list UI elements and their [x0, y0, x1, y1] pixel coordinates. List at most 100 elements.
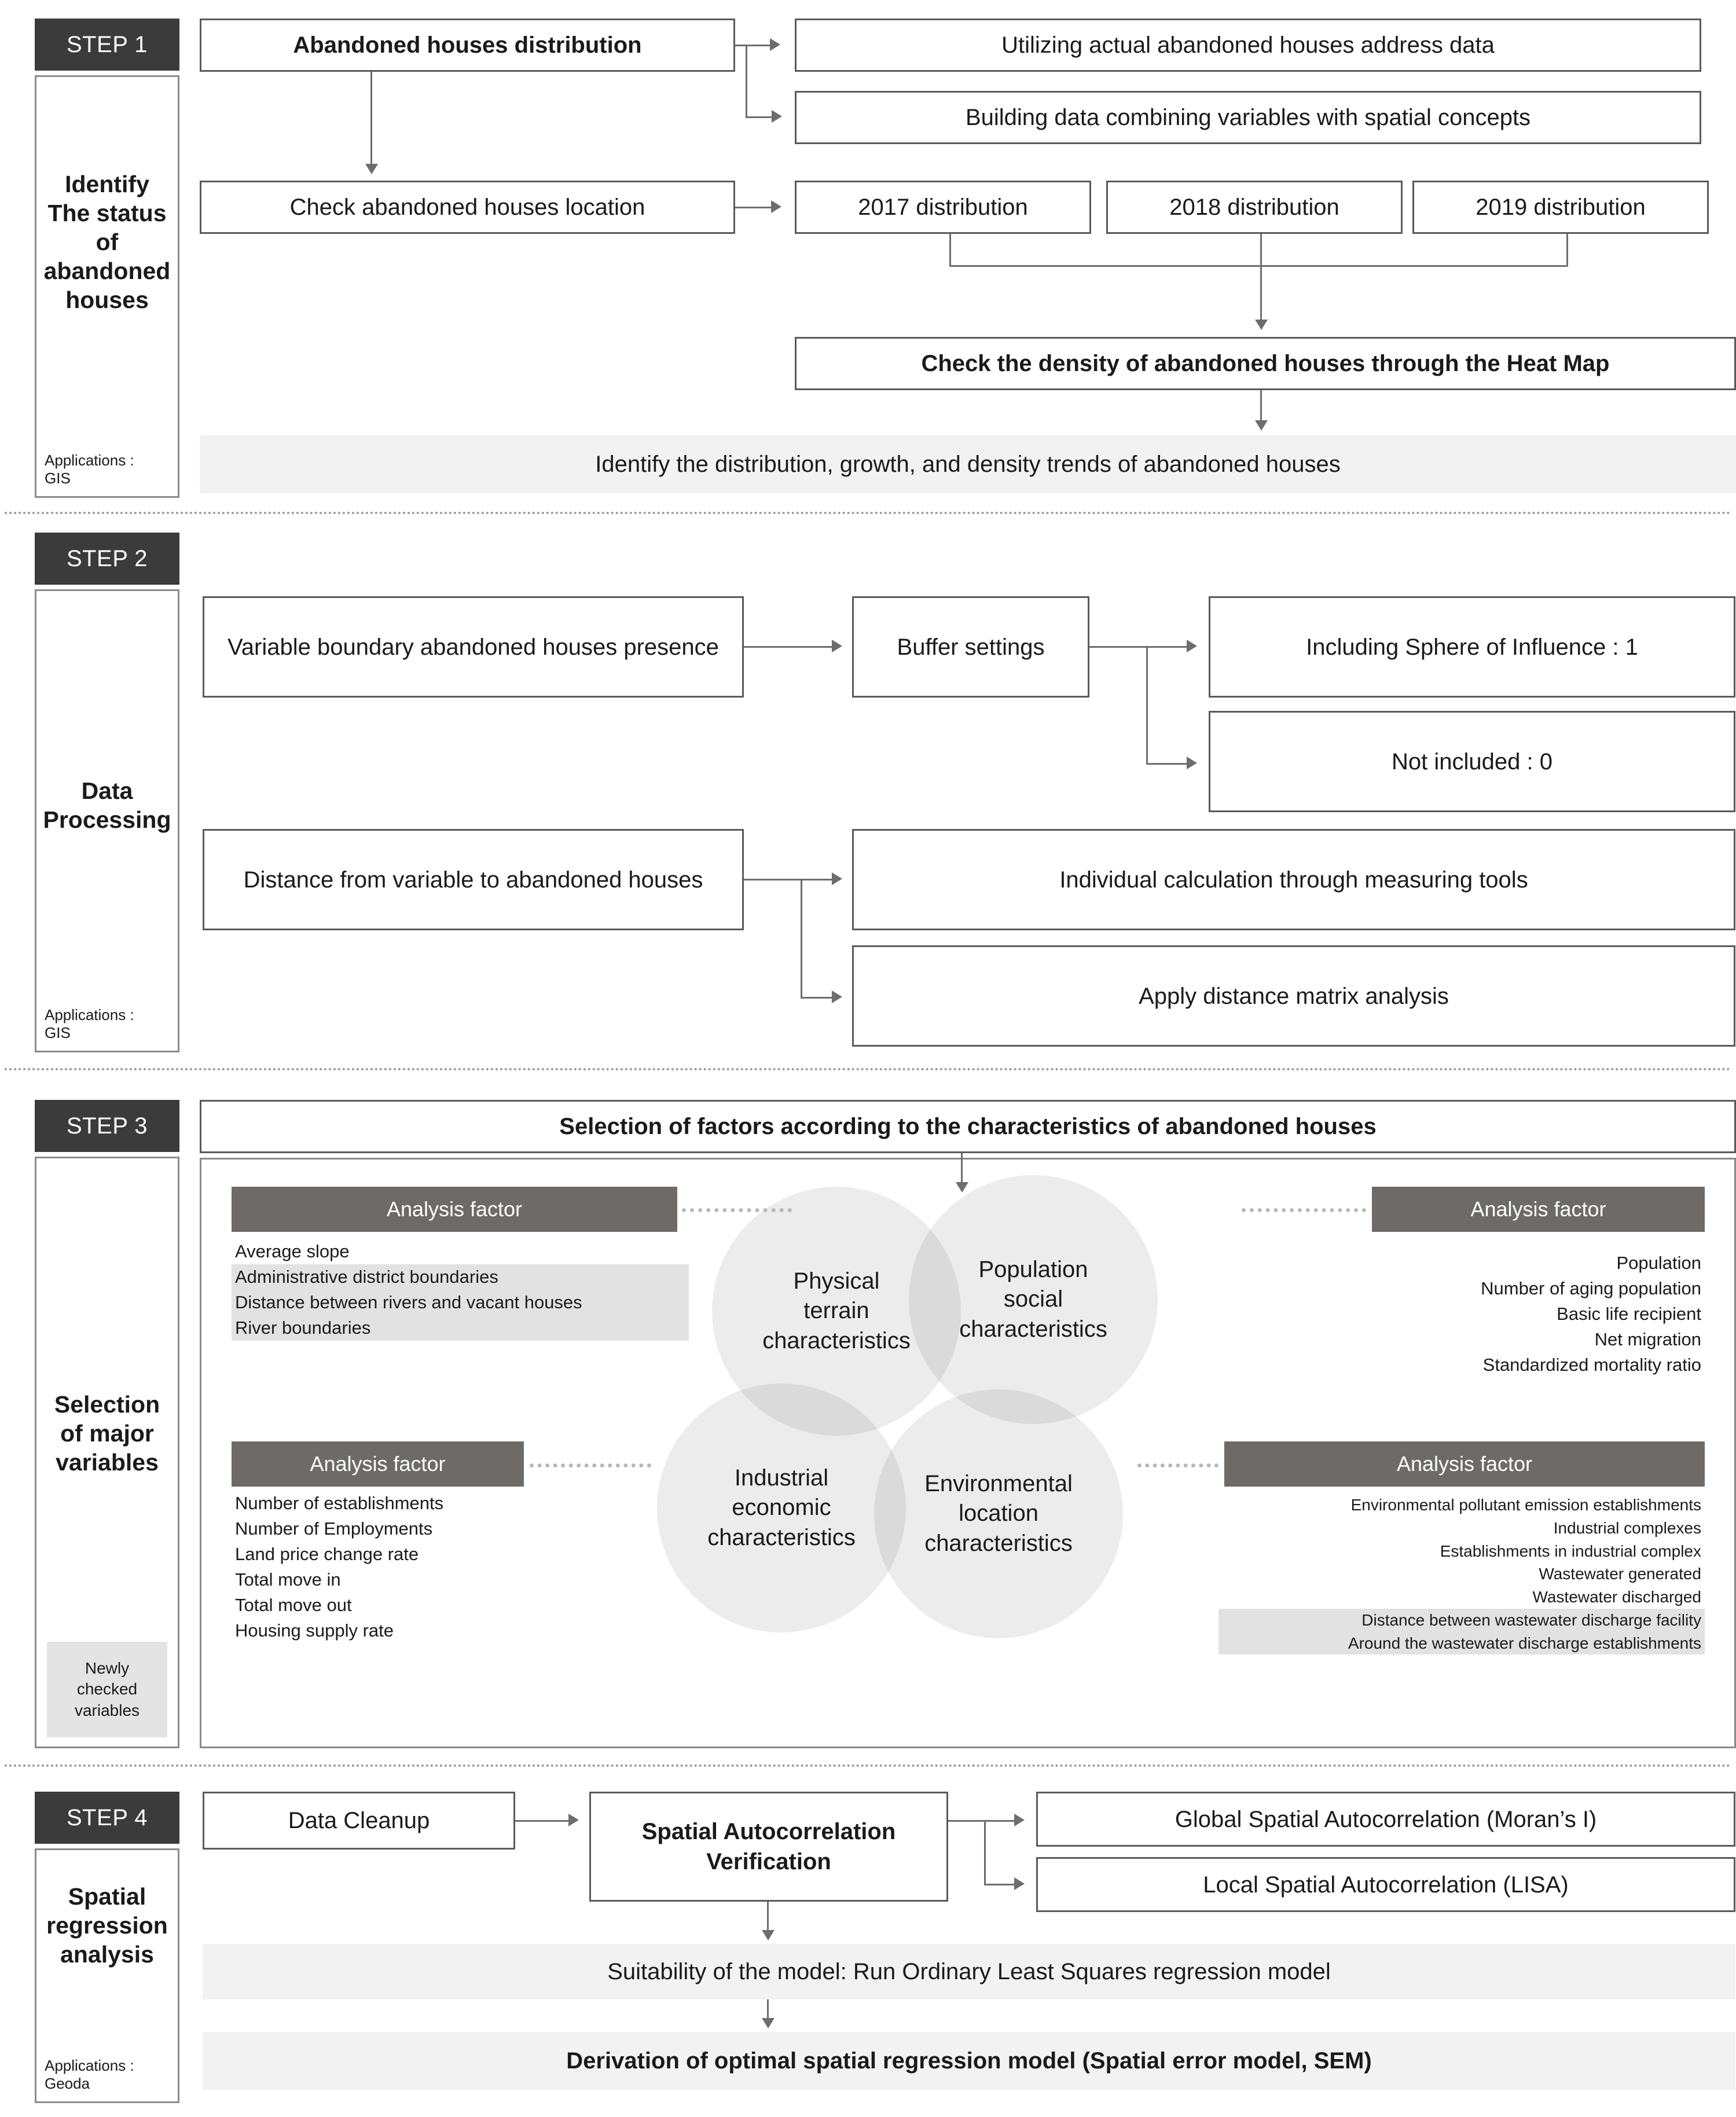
step2-box-5-label: Distance from variable to abandoned hous… [243, 867, 703, 893]
step1-box-5-label: 2017 distribution [858, 195, 1028, 220]
step4-bar-derivation: Derivation of optimal spatial regression… [203, 2032, 1735, 2090]
step2-box-buffer-settings: Buffer settings [852, 596, 1089, 698]
arrow-s4-b [1014, 1814, 1025, 1826]
arrow-s1-a [770, 38, 780, 51]
connector-s1-f [949, 234, 951, 266]
arrow-s1-e [1255, 320, 1268, 330]
connector-s4-c [984, 1820, 986, 1885]
step1-result-label: Identify the distribution, growth, and d… [595, 452, 1341, 477]
step1-box-2019-distribution: 2019 distribution [1412, 181, 1709, 234]
step-1-chip: STEP 1 [35, 19, 179, 71]
factor-row: Distance between rivers and vacant house… [232, 1290, 689, 1316]
arrow-s1-c [365, 164, 378, 174]
separator-step-1-2 [5, 512, 1731, 514]
analysis-factor-head-tr-label: Analysis factor [1470, 1197, 1606, 1221]
step2-box-7-label: Apply distance matrix analysis [1139, 983, 1449, 1009]
step1-box-2017-distribution: 2017 distribution [795, 181, 1091, 234]
analysis-factor-head-bl-label: Analysis factor [310, 1452, 446, 1476]
arrow-s4-d [762, 1930, 775, 1940]
step2-box-distance-matrix: Apply distance matrix analysis [852, 945, 1735, 1047]
connector-s1-i [949, 265, 1568, 267]
step2-box-not-included: Not included : 0 [1209, 711, 1735, 812]
step4-box-4-label: Local Spatial Autocorrelation (LISA) [1203, 1872, 1569, 1898]
step2-box-variable-boundary: Variable boundary abandoned houses prese… [203, 596, 744, 698]
connector-s4-e [767, 1902, 769, 1932]
factor-row: Wastewater generated [1539, 1565, 1701, 1583]
step4-box-spatial-autocorrelation-verification: Spatial Autocorrelation Verification [589, 1792, 948, 1902]
factor-row: Wastewater discharged [1532, 1588, 1701, 1606]
arrow-s2-a [832, 640, 842, 652]
connector-s2-c [1146, 646, 1148, 764]
connector-s2-b [1089, 646, 1187, 648]
step2-box-2-label: Buffer settings [897, 634, 1045, 660]
analysis-factor-head-top-left: Analysis factor [232, 1187, 677, 1232]
arrow-s2-e [832, 990, 842, 1003]
dotted-connector-bottom-left [530, 1463, 651, 1467]
connector-s4-b [948, 1820, 1014, 1822]
step1-box-4-label: Check abandoned houses location [289, 195, 645, 220]
arrow-s2-d [832, 872, 842, 885]
arrow-s2-c [1187, 757, 1197, 769]
connector-s1-g [1260, 234, 1262, 266]
step2-box-including-sphere: Including Sphere of Influence : 1 [1209, 596, 1735, 698]
arrow-s1-f [1255, 420, 1268, 431]
connector-s1-c [746, 116, 772, 118]
step4-box-global-moran: Global Spatial Autocorrelation (Moran’s … [1036, 1792, 1735, 1847]
factor-row: Environmental pollutant emission establi… [1350, 1496, 1701, 1514]
factor-row: Land price change rate [235, 1544, 419, 1565]
connector-s3-a [961, 1153, 963, 1183]
step1-box-utilizing-address-data: Utilizing actual abandoned houses addres… [795, 19, 1701, 72]
step3-header-box: Selection of factors according to the ch… [200, 1100, 1736, 1153]
step-4-applications: Applications :Geoda [45, 2056, 134, 2093]
connector-s1-b [746, 45, 747, 118]
factor-row: Housing supply rate [235, 1620, 394, 1641]
dotted-connector-top-right [1242, 1208, 1366, 1212]
step2-box-individual-calculation: Individual calculation through measuring… [852, 829, 1735, 930]
step2-box-1-label: Variable boundary abandoned houses prese… [227, 634, 719, 660]
connector-s1-a [735, 45, 770, 46]
factor-row: Industrial complexes [1553, 1518, 1701, 1537]
dotted-connector-bottom-right [1137, 1463, 1218, 1467]
step-1-chip-label: STEP 1 [66, 31, 148, 57]
step1-result-bar: Identify the distribution, growth, and d… [200, 435, 1736, 493]
connector-s4-f [767, 1999, 769, 2020]
dotted-connector-top-left [682, 1208, 792, 1212]
step1-box-1-label: Abandoned houses distribution [293, 32, 642, 58]
connector-s4-d [984, 1884, 1014, 1885]
arrow-s2-b [1187, 640, 1197, 652]
arrow-s4-a [568, 1814, 579, 1826]
analysis-factor-list-top-right: Population Number of aging population Ba… [1273, 1250, 1705, 1378]
analysis-factor-list-top-left: Average slope Administrative district bo… [232, 1239, 689, 1341]
step1-box-building-data: Building data combining variables with s… [795, 91, 1701, 144]
step4-bar-2-label: Derivation of optimal spatial regression… [566, 2048, 1372, 2074]
step2-box-3-label: Including Sphere of Influence : 1 [1306, 634, 1638, 660]
factor-row: Average slope [235, 1241, 350, 1261]
arrow-s1-b [772, 110, 782, 123]
factor-row: River boundaries [232, 1315, 689, 1341]
step1-box-check-location: Check abandoned houses location [200, 181, 735, 234]
analysis-factor-head-top-right: Analysis factor [1372, 1187, 1705, 1232]
separator-step-3-4 [5, 1764, 1731, 1767]
factor-row: Standardized mortality ratio [1482, 1355, 1701, 1375]
step-4-chip-label: STEP 4 [66, 1804, 148, 1830]
step2-box-4-label: Not included : 0 [1392, 749, 1553, 775]
step4-box-3-label: Global Spatial Autocorrelation (Moran’s … [1175, 1806, 1597, 1832]
analysis-factor-head-bottom-left: Analysis factor [232, 1441, 524, 1487]
step-2-applications: Applications :GIS [45, 1006, 134, 1042]
step1-box-2-label: Utilizing actual abandoned houses addres… [1001, 32, 1495, 58]
connector-s1-d [370, 72, 372, 164]
